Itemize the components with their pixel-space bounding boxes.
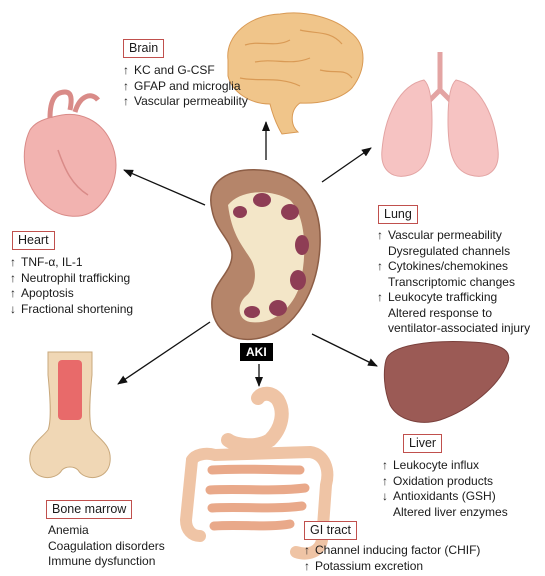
effect-text: Altered liver enzymes bbox=[393, 505, 508, 521]
list-item: Anemia bbox=[48, 523, 165, 539]
liver-effects-list: ↑Leukocyte influx ↑Oxidation products ↓A… bbox=[382, 458, 508, 520]
list-item: ↑Cytokines/chemokines bbox=[377, 259, 530, 275]
effect-text: Antioxidants (GSH) bbox=[393, 489, 496, 505]
heart-label: Heart bbox=[12, 231, 55, 250]
arrow-indicator: ↑ bbox=[304, 559, 315, 575]
brain-label: Brain bbox=[123, 39, 164, 58]
list-item: ↑Leukocyte trafficking bbox=[377, 290, 530, 306]
effect-text: Neutrophil trafficking bbox=[21, 271, 130, 287]
effect-text: Vascular permeability bbox=[388, 228, 502, 244]
list-item: ventilator-associated injury bbox=[377, 321, 530, 337]
effect-text: Transcriptomic changes bbox=[388, 275, 515, 291]
arrow-indicator: ↑ bbox=[123, 94, 134, 110]
lung-label: Lung bbox=[378, 205, 418, 224]
lung-illustration bbox=[382, 52, 498, 176]
arrow-indicator: ↓ bbox=[382, 489, 393, 505]
heart-illustration bbox=[24, 92, 116, 216]
effect-text: KC and G-CSF bbox=[134, 63, 215, 79]
gi-tract-effects-list: ↑Channel inducing factor (CHIF) ↑Potassi… bbox=[304, 543, 480, 574]
effect-text: GFAP and microglia bbox=[134, 79, 241, 95]
list-item: ↓Fractional shortening bbox=[10, 302, 133, 318]
list-item: ↑Neutrophil trafficking bbox=[10, 271, 133, 287]
list-item: ↑Vascular permeability bbox=[123, 94, 248, 110]
list-item: Coagulation disorders bbox=[48, 539, 165, 555]
list-item: Altered liver enzymes bbox=[382, 505, 508, 521]
aki-label: AKI bbox=[240, 343, 273, 361]
bone-marrow-effects-list: Anemia Coagulation disorders Immune dysf… bbox=[48, 523, 165, 570]
effect-text: TNF-α, IL-1 bbox=[21, 255, 83, 271]
list-item: ↑TNF-α, IL-1 bbox=[10, 255, 133, 271]
effect-text: Leukocyte trafficking bbox=[388, 290, 497, 306]
list-item: Dysregulated channels bbox=[377, 244, 530, 260]
list-item: Altered response to bbox=[377, 306, 530, 322]
brain-illustration bbox=[228, 13, 363, 134]
lung-effects-list: ↑Vascular permeability Dysregulated chan… bbox=[377, 228, 530, 337]
bone-illustration bbox=[30, 352, 110, 478]
arrow-indicator: ↑ bbox=[304, 543, 315, 559]
liver-label: Liver bbox=[403, 434, 442, 453]
list-item: ↑Oxidation products bbox=[382, 474, 508, 490]
list-item: ↑GFAP and microglia bbox=[123, 79, 248, 95]
arrow-indicator bbox=[377, 275, 388, 291]
arrow-indicator: ↑ bbox=[10, 255, 21, 271]
list-item: Immune dysfunction bbox=[48, 554, 165, 570]
arrow-indicator bbox=[377, 321, 388, 337]
effect-text: Anemia bbox=[48, 523, 89, 539]
arrow-indicator: ↓ bbox=[10, 302, 21, 318]
arrow-indicator bbox=[382, 505, 393, 521]
effect-text: Channel inducing factor (CHIF) bbox=[315, 543, 480, 559]
arrow-indicator: ↑ bbox=[382, 474, 393, 490]
list-item: ↑Channel inducing factor (CHIF) bbox=[304, 543, 480, 559]
arrow-indicator bbox=[377, 244, 388, 260]
bone-marrow-label: Bone marrow bbox=[46, 500, 132, 519]
brain-effects-list: ↑KC and G-CSF ↑GFAP and microglia ↑Vascu… bbox=[123, 63, 248, 110]
effect-text: Leukocyte influx bbox=[393, 458, 479, 474]
liver-illustration bbox=[384, 342, 508, 423]
arrow-indicator: ↑ bbox=[10, 286, 21, 302]
arrow-indicator: ↑ bbox=[377, 259, 388, 275]
effect-text: Immune dysfunction bbox=[48, 554, 155, 570]
effect-text: Oxidation products bbox=[393, 474, 493, 490]
gi-tract-label: GI tract bbox=[304, 521, 357, 540]
arrow-indicator: ↑ bbox=[123, 79, 134, 95]
list-item: ↑Potassium excretion bbox=[304, 559, 480, 575]
effect-text: ventilator-associated injury bbox=[388, 321, 530, 337]
arrow-indicator: ↑ bbox=[377, 228, 388, 244]
arrow-indicator bbox=[377, 306, 388, 322]
effect-text: Fractional shortening bbox=[21, 302, 133, 318]
list-item: ↑Leukocyte influx bbox=[382, 458, 508, 474]
kidney-illustration bbox=[211, 170, 320, 340]
heart-effects-list: ↑TNF-α, IL-1 ↑Neutrophil trafficking ↑Ap… bbox=[10, 255, 133, 317]
effect-text: Altered response to bbox=[388, 306, 492, 322]
effect-text: Cytokines/chemokines bbox=[388, 259, 508, 275]
effect-text: Coagulation disorders bbox=[48, 539, 165, 555]
list-item: ↑Apoptosis bbox=[10, 286, 133, 302]
arrow-indicator: ↑ bbox=[377, 290, 388, 306]
arrow-indicator: ↑ bbox=[123, 63, 134, 79]
list-item: Transcriptomic changes bbox=[377, 275, 530, 291]
list-item: ↑Vascular permeability bbox=[377, 228, 530, 244]
arrow-indicator: ↑ bbox=[382, 458, 393, 474]
arrow-indicator: ↑ bbox=[10, 271, 21, 287]
effect-text: Apoptosis bbox=[21, 286, 74, 302]
list-item: ↓Antioxidants (GSH) bbox=[382, 489, 508, 505]
effect-text: Dysregulated channels bbox=[388, 244, 510, 260]
list-item: ↑KC and G-CSF bbox=[123, 63, 248, 79]
effect-text: Potassium excretion bbox=[315, 559, 423, 575]
effect-text: Vascular permeability bbox=[134, 94, 248, 110]
